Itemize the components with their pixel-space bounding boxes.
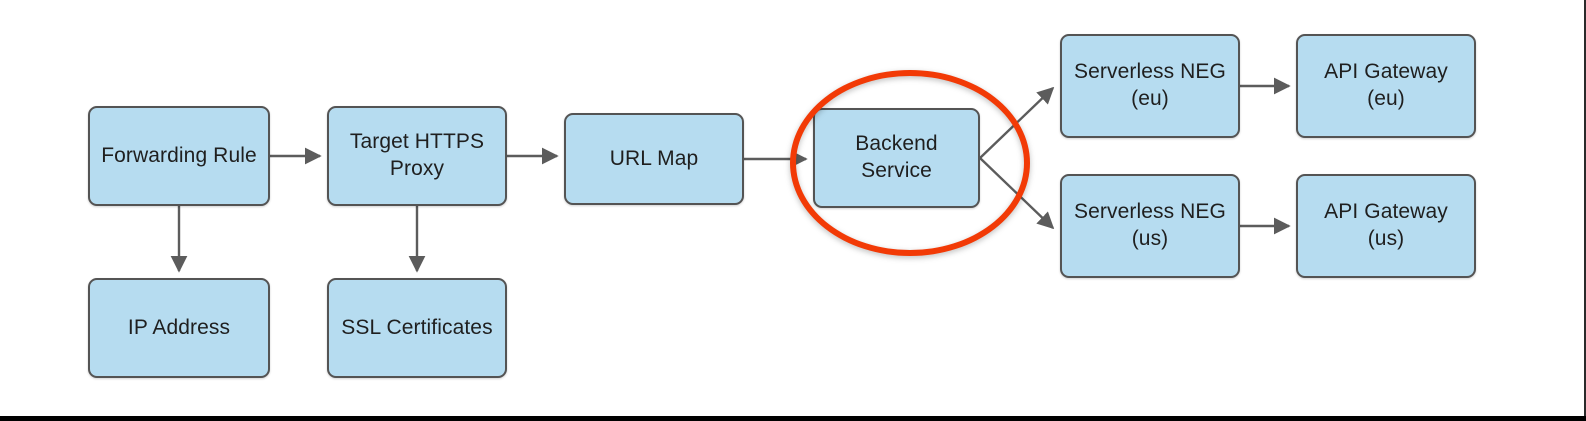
node-serverless-neg-eu[interactable]: Serverless NEG (eu) — [1060, 34, 1240, 138]
node-label-forwarding-rule: Forwarding Rule — [101, 143, 257, 167]
node-api-gateway-us[interactable]: API Gateway (us) — [1296, 174, 1476, 278]
node-label-ip-address: IP Address — [127, 315, 231, 339]
edge-backend-to-neg-eu — [979, 86, 1055, 159]
node-ssl-certificates[interactable]: SSL Certificates — [327, 278, 507, 378]
node-forwarding-rule[interactable]: Forwarding Rule — [88, 106, 270, 206]
node-target-https-proxy[interactable]: Target HTTPS Proxy — [327, 106, 507, 206]
canvas-bottom-bar — [0, 416, 1586, 421]
node-label-serverless-neg-eu: Serverless NEG (eu) — [1074, 60, 1226, 110]
node-label-ssl-certificates: SSL Certificates — [341, 315, 493, 339]
node-api-gateway-eu[interactable]: API Gateway (eu) — [1296, 34, 1476, 138]
edge-backend-to-neg-us — [979, 157, 1055, 230]
node-label-url-map: URL Map — [609, 146, 699, 170]
node-label-api-gateway-us: API Gateway (us) — [1324, 200, 1448, 250]
node-label-api-gateway-eu: API Gateway (eu) — [1324, 60, 1448, 110]
node-serverless-neg-us[interactable]: Serverless NEG (us) — [1060, 174, 1240, 278]
node-label-serverless-neg-us: Serverless NEG (us) — [1074, 200, 1226, 250]
node-label-backend-service: Backend Service — [855, 132, 938, 182]
node-backend-service[interactable]: Backend Service — [813, 108, 980, 208]
node-url-map[interactable]: URL Map — [564, 113, 744, 205]
node-ip-address[interactable]: IP Address — [88, 278, 270, 378]
node-label-target-https-proxy: Target HTTPS Proxy — [349, 130, 485, 180]
canvas-right-edge-rule — [1584, 0, 1586, 416]
